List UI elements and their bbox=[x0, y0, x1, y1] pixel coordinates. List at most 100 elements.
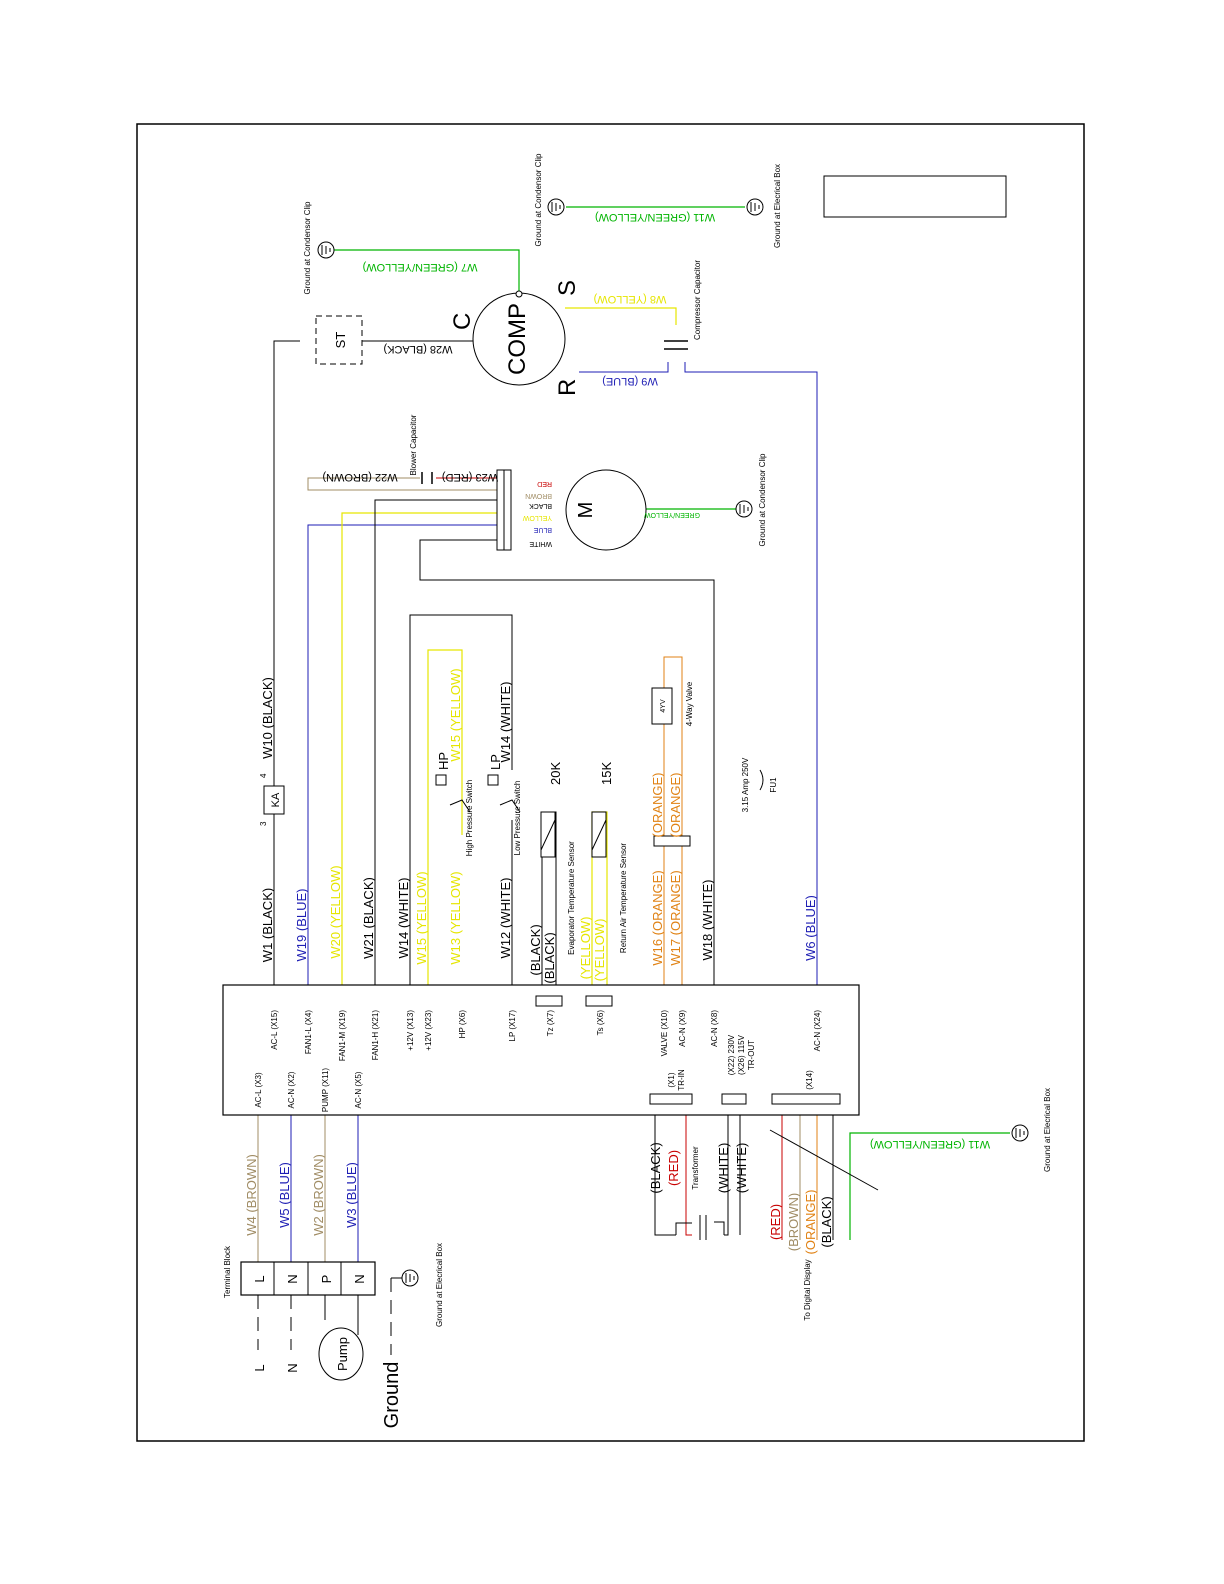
label-20k: 20K bbox=[548, 762, 563, 785]
pin-trin: TR-IN bbox=[677, 1069, 686, 1091]
ground-icon-top-right bbox=[746, 198, 764, 216]
label-black1: (BLACK) bbox=[528, 924, 543, 975]
pin-top: FAN1-H (X21) bbox=[371, 1010, 380, 1061]
label-w17: W17 (ORANGE) bbox=[668, 870, 683, 965]
label-w18: W18 (WHITE) bbox=[700, 880, 715, 961]
blower-motor: M bbox=[496, 469, 647, 551]
valve-4yv: 4YV bbox=[660, 699, 667, 713]
label-w1: W1 (BLACK) bbox=[260, 888, 275, 962]
ground-icon-w7 bbox=[317, 241, 335, 259]
pin-x14: (X14) bbox=[805, 1070, 814, 1090]
line-n: N bbox=[285, 1363, 300, 1372]
pin-top: AC-N (X24) bbox=[813, 1010, 822, 1052]
pump-icon bbox=[318, 1327, 364, 1381]
hp-switch bbox=[435, 774, 471, 813]
pin-green-yellow: GREEN/YELLOW bbox=[644, 511, 700, 518]
disp-brown: (BROWN) bbox=[786, 1193, 801, 1252]
terminal-n2: N bbox=[352, 1274, 367, 1283]
label-terminal: Terminal Block bbox=[223, 1245, 232, 1298]
tr-white1: (WHITE) bbox=[716, 1143, 731, 1194]
label-black2: (BLACK) bbox=[542, 932, 557, 983]
pin-top: LP (X17) bbox=[508, 1010, 517, 1042]
pin-white: WHITE bbox=[529, 540, 552, 547]
ground-icon-terminal bbox=[401, 1269, 419, 1287]
pin-top: AC-L (X15) bbox=[270, 1010, 279, 1050]
pin-top: FAN1-L (X4) bbox=[304, 1010, 313, 1054]
label-w28: W28 (BLACK) bbox=[383, 343, 452, 355]
compressor-capacitor bbox=[664, 340, 688, 350]
disp-orange: (ORANGE) bbox=[803, 1190, 818, 1255]
label-w12: W12 (WHITE) bbox=[498, 878, 513, 959]
label-w23: W23 (RED) bbox=[442, 471, 498, 483]
blower-capacitor bbox=[421, 472, 433, 484]
label-w21: W21 (BLACK) bbox=[361, 877, 376, 959]
disp-red: (RED) bbox=[768, 1204, 783, 1240]
label-w2: W2 (BROWN) bbox=[311, 1154, 326, 1236]
hp-switch-label: High Pressure Switch bbox=[465, 780, 474, 856]
pin-red: RED bbox=[537, 480, 552, 487]
motor-label: M bbox=[575, 502, 597, 519]
wire-w21 bbox=[374, 499, 510, 985]
label-w10: W10 (BLACK) bbox=[260, 677, 275, 759]
label-w16: W16 (ORANGE) bbox=[650, 870, 665, 965]
ka-pin4: 4 bbox=[259, 773, 268, 778]
wire-w1-w10 bbox=[273, 340, 475, 985]
label-w8: W8 (YELLOW) bbox=[594, 293, 667, 305]
label-w13: W13 (YELLOW) bbox=[448, 871, 463, 964]
label-fu1: FU1 bbox=[769, 777, 778, 793]
tr-label: Transformer bbox=[691, 1146, 700, 1190]
pin-top: HP (X6) bbox=[458, 1010, 467, 1039]
label-yellow1: (YELLOW) bbox=[578, 917, 593, 980]
line-inputs bbox=[257, 1277, 402, 1355]
ka-pin3: 3 bbox=[259, 821, 268, 826]
wire-w20 bbox=[341, 512, 510, 985]
label-w9: W9 (BLUE) bbox=[602, 375, 658, 387]
label-orange1: (ORANGE) bbox=[650, 773, 665, 838]
wire-w19 bbox=[307, 524, 510, 985]
pin-acn5: AC-N (X5) bbox=[354, 1071, 363, 1108]
disp-black: (BLACK) bbox=[819, 1196, 834, 1247]
ka-relay bbox=[263, 785, 285, 815]
transformer bbox=[675, 1215, 725, 1240]
wire-tr-white bbox=[724, 1105, 729, 1236]
label-w11-bottom: W11 (GREEN/YELLOW) bbox=[870, 1138, 990, 1150]
line-l: L bbox=[252, 1364, 267, 1371]
connector-tr-in bbox=[649, 1093, 693, 1105]
label-evap-sensor: Evaporator Temperature Sensor bbox=[567, 841, 576, 955]
comp-s: S bbox=[554, 280, 581, 296]
pin-pump11: PUMP (X11) bbox=[321, 1068, 330, 1112]
label-w15: W15 (YELLOW) bbox=[414, 871, 429, 964]
pin-x1: (X1) bbox=[667, 1072, 676, 1087]
label-w14b: W14 (WHITE) bbox=[498, 682, 513, 763]
label-w7: W7 (GREEN/YELLOW) bbox=[363, 261, 478, 273]
fuse-icon bbox=[759, 769, 764, 791]
lp-switch bbox=[487, 774, 521, 813]
pin-black: BLACK bbox=[529, 502, 552, 509]
compressor: COMP C S R bbox=[449, 280, 581, 396]
lp-switch-label: Low Pressure Switch bbox=[513, 781, 522, 856]
board-top-pins: AC-L (X15) FAN1-L (X4) FAN1-M (X19) FAN1… bbox=[270, 1010, 822, 1061]
label-w22: W22 (BROWN) bbox=[322, 471, 397, 483]
wire-w6-w9 bbox=[684, 362, 818, 985]
label-w4: W4 (BROWN) bbox=[244, 1154, 259, 1236]
hp-label: HP bbox=[436, 752, 451, 770]
label-ground-bottom-right: Ground at Elecrical Box bbox=[1043, 1088, 1052, 1172]
label-w6: W6 (BLUE) bbox=[803, 895, 818, 961]
pin-acn2: AC-N (X2) bbox=[287, 1071, 296, 1108]
tr-white2: (WHITE) bbox=[734, 1143, 749, 1194]
diagram-frame bbox=[136, 123, 1085, 1442]
pin-top: Ts (X6) bbox=[596, 1010, 605, 1036]
st-switch: ST bbox=[315, 315, 363, 365]
wire-w15 bbox=[427, 649, 463, 985]
comp-r: R bbox=[554, 379, 581, 396]
label-15k: 15K bbox=[599, 762, 614, 785]
label-orange2: (ORANGE) bbox=[668, 773, 683, 838]
pin-top: VALVE (X10) bbox=[660, 1010, 669, 1057]
wire-cut-slash bbox=[769, 1129, 879, 1191]
pin-blue: BLUE bbox=[533, 526, 552, 533]
comp-label: COMP bbox=[504, 303, 531, 375]
wire-tr-red bbox=[685, 1105, 692, 1236]
pin-brown: BROWN bbox=[525, 492, 552, 499]
label-yellow2: (YELLOW) bbox=[592, 919, 607, 982]
wire-w16-w17 bbox=[663, 656, 683, 985]
